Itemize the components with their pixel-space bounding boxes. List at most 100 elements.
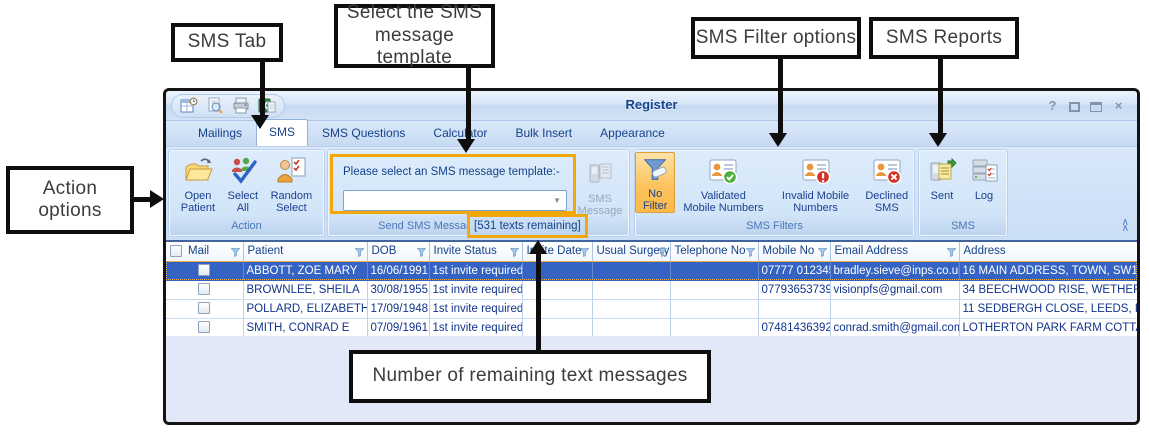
callout-reports: SMS Reports	[869, 17, 1019, 59]
restore-icon[interactable]	[1069, 101, 1080, 112]
filter-icon[interactable]	[579, 248, 589, 257]
send-sms-group: Please select an SMS message template:- …	[327, 149, 630, 238]
column-header-telephone-no[interactable]: Telephone No	[670, 241, 759, 262]
open-patient-label: Open Patient	[180, 190, 216, 214]
tab-sms[interactable]: SMS	[256, 119, 309, 146]
callout-line	[778, 59, 783, 134]
tab-mailings[interactable]: Mailings	[198, 126, 243, 140]
column-header-usual-surgery[interactable]: Usual Surgery	[592, 241, 671, 262]
invalid-mobile-button[interactable]: Invalid Mobile Numbers	[772, 152, 860, 214]
filter-icon[interactable]	[817, 248, 827, 257]
sms-reports-group: Sent Log SMS	[918, 149, 1008, 237]
random-select-icon	[277, 157, 306, 183]
no-filter-label: No Filter	[642, 188, 668, 212]
tab-calculator[interactable]: Calculator	[433, 126, 488, 140]
sms-message-button[interactable]: SMS Message	[575, 155, 625, 217]
print-preview-icon[interactable]	[206, 97, 224, 115]
declined-sms-label: Declined SMS	[865, 190, 909, 214]
random-select-button[interactable]: Random Select	[270, 152, 313, 214]
sent-button[interactable]: Sent	[923, 152, 961, 202]
open-folder-icon	[185, 158, 213, 181]
title-bar: Register ? ×	[166, 91, 1137, 121]
declined-sms-button[interactable]: Declined SMS	[860, 152, 914, 214]
invalid-mobile-icon	[802, 159, 830, 185]
open-patient-button[interactable]: Open Patient	[181, 152, 215, 214]
validated-mobile-icon	[709, 159, 738, 185]
select-all-label: Select All	[227, 190, 259, 214]
texts-remaining-badge: [531 texts remaining]	[467, 214, 588, 238]
template-prompt: Please select an SMS message template:-	[343, 166, 560, 178]
filter-icon[interactable]	[230, 248, 240, 257]
declined-sms-icon	[873, 159, 901, 185]
column-header-patient[interactable]: Patient	[243, 241, 368, 262]
column-header-address[interactable]: Address	[959, 241, 1137, 262]
tab-bulk-insert[interactable]: Bulk Insert	[515, 126, 573, 140]
filter-icon[interactable]	[657, 248, 667, 257]
tab-sms-questions[interactable]: SMS Questions	[322, 126, 406, 140]
column-header-mobile-no[interactable]: Mobile No	[758, 241, 831, 262]
texts-remaining-label: [531 texts remaining]	[474, 220, 581, 232]
chevron-down-icon: ▼	[553, 196, 561, 205]
print-icon[interactable]	[232, 97, 250, 115]
grid-header-row: Mail Patient DOB Invite Status Invite Da…	[166, 241, 1137, 262]
callout-line	[466, 68, 471, 140]
column-header-dob[interactable]: DOB	[367, 241, 430, 262]
tab-appearance[interactable]: Appearance	[600, 126, 665, 140]
arrow-down-icon	[929, 133, 947, 147]
validated-mobile-label: Validated Mobile Numbers	[683, 190, 764, 214]
action-group-title: Action	[170, 217, 323, 235]
action-group: Open Patient Select All Random Select Ac…	[168, 149, 325, 237]
column-header-email[interactable]: Email Address	[830, 241, 960, 262]
row-checkbox[interactable]	[198, 264, 211, 277]
row-checkbox[interactable]	[198, 321, 211, 334]
column-header-invite-status[interactable]: Invite Status	[429, 241, 523, 262]
log-label: Log	[974, 190, 994, 202]
sms-message-label: SMS Message	[577, 193, 623, 217]
sms-ribbon: Open Patient Select All Random Select Ac…	[166, 147, 1137, 240]
no-filter-button[interactable]: No Filter	[635, 152, 676, 213]
callout-line	[938, 59, 943, 134]
close-icon[interactable]: ×	[1114, 98, 1123, 113]
select-all-checkbox[interactable]	[170, 245, 182, 258]
filters-group-title: SMS Filters	[636, 217, 913, 235]
arrow-down-icon	[769, 133, 787, 147]
maximize-icon[interactable]	[1090, 101, 1102, 112]
column-header-mail[interactable]: Mail	[166, 241, 244, 262]
register-window: Register ? × Mailings SMS SMS Questions …	[163, 88, 1140, 425]
filter-icon[interactable]	[946, 248, 956, 257]
help-icon[interactable]: ?	[1048, 98, 1057, 113]
window-controls: ? ×	[1046, 99, 1125, 112]
validated-mobile-button[interactable]: Validated Mobile Numbers	[675, 152, 771, 214]
row-checkbox[interactable]	[198, 302, 211, 315]
filter-icon[interactable]	[416, 248, 426, 257]
arrow-down-icon	[251, 115, 269, 129]
random-select-label: Random Select	[270, 190, 313, 214]
sms-group-title: SMS	[920, 217, 1006, 235]
callout-remaining: Number of remaining text messages	[349, 350, 711, 403]
select-all-button[interactable]: Select All	[227, 152, 259, 214]
callout-filter-options: SMS Filter options	[691, 17, 861, 59]
collapse-ribbon-icon[interactable]: ∧ ∧	[1121, 217, 1129, 234]
arrow-down-icon	[457, 139, 475, 153]
callout-line	[260, 62, 265, 116]
ribbon-tab-strip: Mailings SMS SMS Questions Calculator Bu…	[166, 119, 1137, 147]
arrow-up-icon	[529, 240, 547, 254]
register-form-icon[interactable]	[180, 97, 198, 115]
filter-icon[interactable]	[509, 248, 519, 257]
filter-icon[interactable]	[745, 248, 755, 257]
log-button[interactable]: Log	[965, 152, 1003, 202]
filter-icon[interactable]	[354, 248, 364, 257]
callout-sms-tab: SMS Tab	[171, 23, 283, 62]
callout-template: Select the SMS message template	[334, 2, 495, 68]
callout-line	[134, 197, 151, 202]
template-dropdown[interactable]: ▼	[343, 190, 567, 211]
callout-line	[536, 253, 541, 350]
no-filter-icon	[643, 159, 667, 180]
sms-message-icon	[589, 163, 612, 183]
row-checkbox[interactable]	[198, 283, 211, 296]
